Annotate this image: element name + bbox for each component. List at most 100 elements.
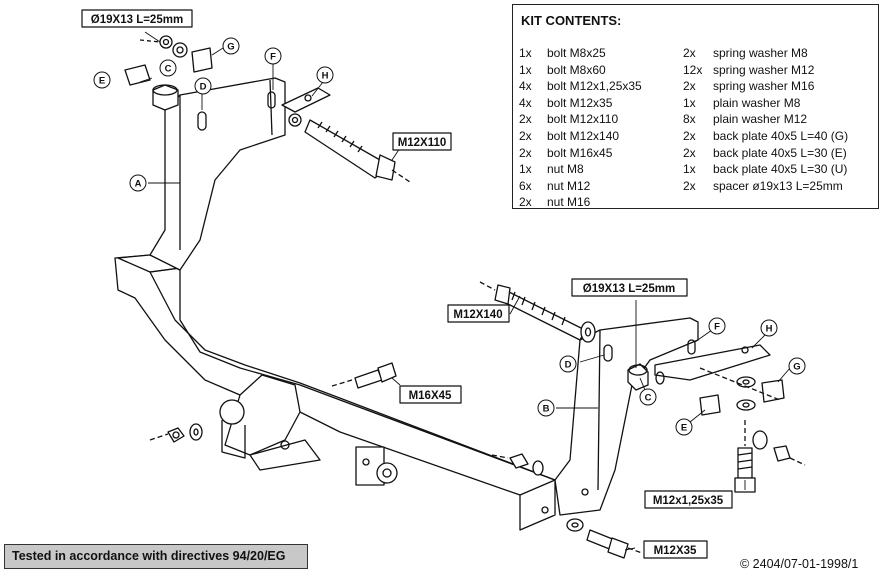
bolt-m12x110 [304, 119, 411, 183]
kit-item: 1x plain washer M8 [683, 95, 848, 112]
kit-item-desc: plain washer M12 [713, 112, 808, 127]
kit-item-qty: 2x [683, 145, 696, 160]
kit-item-desc: spacer ø19x13 L=25mm [713, 178, 843, 193]
kit-item: 12x spring washer M12 [683, 62, 848, 79]
bolt-m12x35 [586, 529, 643, 559]
kit-item-qty: 1x [519, 46, 532, 60]
kit-item: 2x spacer ø19x13 L=25mm [683, 178, 848, 195]
kit-item-qty: 1x [519, 162, 532, 177]
kit-item-qty: 2x [683, 128, 696, 143]
kit-item-qty: 2x [683, 46, 696, 60]
bracket-h-top [281, 87, 331, 113]
bracket-b [541, 317, 699, 516]
kit-item-qty: 1x [519, 62, 532, 77]
kit-item: 2x back plate 40x5 L=30 (E) [683, 145, 848, 162]
callout-g-right: G [793, 362, 800, 373]
label-boxes [81, 9, 733, 559]
kit-item-desc: nut M12 [547, 178, 591, 193]
kit-item-qty: 2x [683, 178, 696, 193]
kit-item: 1x bolt M8x60 [517, 62, 642, 79]
callout-a: A [135, 179, 142, 190]
copyright-notice: © 2404/07-01-1998/1 [740, 557, 859, 571]
kit-item-qty: 2x [519, 195, 532, 210]
bolt-m16x45 [331, 362, 397, 389]
callout-c-top: C [165, 64, 172, 75]
kit-item-qty: 2x [519, 112, 532, 127]
callout-d-top: D [200, 82, 207, 93]
callout-h-right: H [766, 324, 773, 335]
kit-item-qty: 6x [519, 178, 532, 193]
kit-item-desc: bolt M8x25 [547, 46, 606, 60]
bolt-label-m12x125x35: M12x1,25x35 [653, 495, 724, 507]
kit-item-desc: spring washer M8 [713, 46, 808, 60]
kit-item-desc: bolt M12x140 [547, 128, 620, 143]
kit-item: 2x bolt M12x140 [517, 128, 642, 145]
callout-circles [93, 37, 806, 436]
kit-item: 1x nut M8 [517, 161, 642, 178]
bolt-m12x125x35 [734, 420, 756, 493]
kit-item-desc: bolt M8x60 [547, 62, 606, 77]
kit-item: 2x bolt M12x110 [517, 111, 642, 128]
top-left-hardware [124, 35, 302, 127]
kit-item: 1x bolt M8x25 [517, 45, 642, 62]
kit-item-desc: back plate 40x5 L=30 (E) [713, 145, 847, 160]
kit-item-qty: 4x [519, 79, 532, 94]
kit-item-desc: nut M16 [547, 195, 591, 210]
kit-item-desc: back plate 40x5 L=30 (U) [713, 162, 848, 177]
kit-item-qty: 12x [683, 62, 703, 77]
kit-item-desc: spring washer M16 [713, 79, 815, 94]
kit-item-qty: 4x [519, 95, 532, 110]
kit-item-qty: 2x [519, 145, 532, 160]
cross-beam [114, 254, 556, 531]
bolt-label-m12x35: M12X35 [654, 545, 697, 557]
kit-item: 6x nut M12 [517, 178, 642, 195]
kit-item-qty: 2x [683, 79, 696, 94]
kit-item-desc: spring washer M12 [713, 62, 815, 77]
kit-item-desc: bolt M12x110 [547, 112, 619, 127]
kit-item: 2x back plate 40x5 L=40 (G) [683, 128, 848, 145]
callout-b: B [543, 404, 550, 415]
bolt-label-m12x140: M12X140 [453, 309, 502, 321]
callout-f-top: F [270, 52, 276, 63]
tested-directive-banner: Tested in accordance with directives 94/… [4, 544, 308, 569]
kit-item: 4x bolt M12x35 [517, 95, 642, 112]
kit-item-desc: back plate 40x5 L=40 (G) [713, 128, 849, 143]
ball-hardware [149, 423, 584, 532]
leader-lines [139, 31, 791, 551]
bolt-m12x140 [479, 281, 586, 341]
callout-h-top: H [322, 71, 329, 82]
callout-g-top: G [227, 42, 234, 53]
callout-d-right: D [565, 360, 572, 371]
bracket-a [149, 77, 286, 271]
right-hardware [580, 321, 806, 466]
kit-item-desc: bolt M12x35 [547, 95, 613, 110]
kit-item-qty: 1x [683, 162, 696, 177]
spacer-label-top: Ø19X13 L=25mm [91, 14, 183, 26]
kit-item: 8x plain washer M12 [683, 111, 848, 128]
kit-item-qty: 2x [519, 128, 532, 143]
callout-e-top: E [99, 76, 105, 87]
tow-ball-assembly [219, 374, 398, 486]
kit-contents-title: KIT CONTENTS: [521, 13, 622, 28]
kit-item: 2x spring washer M16 [683, 78, 848, 95]
kit-item-desc: nut M8 [547, 162, 584, 177]
kit-item: 2x spring washer M8 [683, 45, 848, 62]
kit-item-qty: 8x [683, 112, 696, 127]
bolt-label-m16x45: M16X45 [409, 390, 452, 402]
bracket-h-right [654, 339, 771, 381]
spacer-label-right: Ø19X13 L=25mm [583, 283, 675, 295]
callout-f-right: F [714, 322, 720, 333]
callout-e-right: E [681, 423, 687, 434]
kit-item: 1x back plate 40x5 L=30 (U) [683, 161, 848, 178]
kit-item-qty: 1x [683, 95, 696, 110]
callout-c-right: C [645, 393, 652, 404]
kit-item: 2x nut M16 [517, 194, 642, 211]
bolt-label-m12x110: M12X110 [398, 137, 447, 149]
kit-item-desc: plain washer M8 [713, 95, 801, 110]
